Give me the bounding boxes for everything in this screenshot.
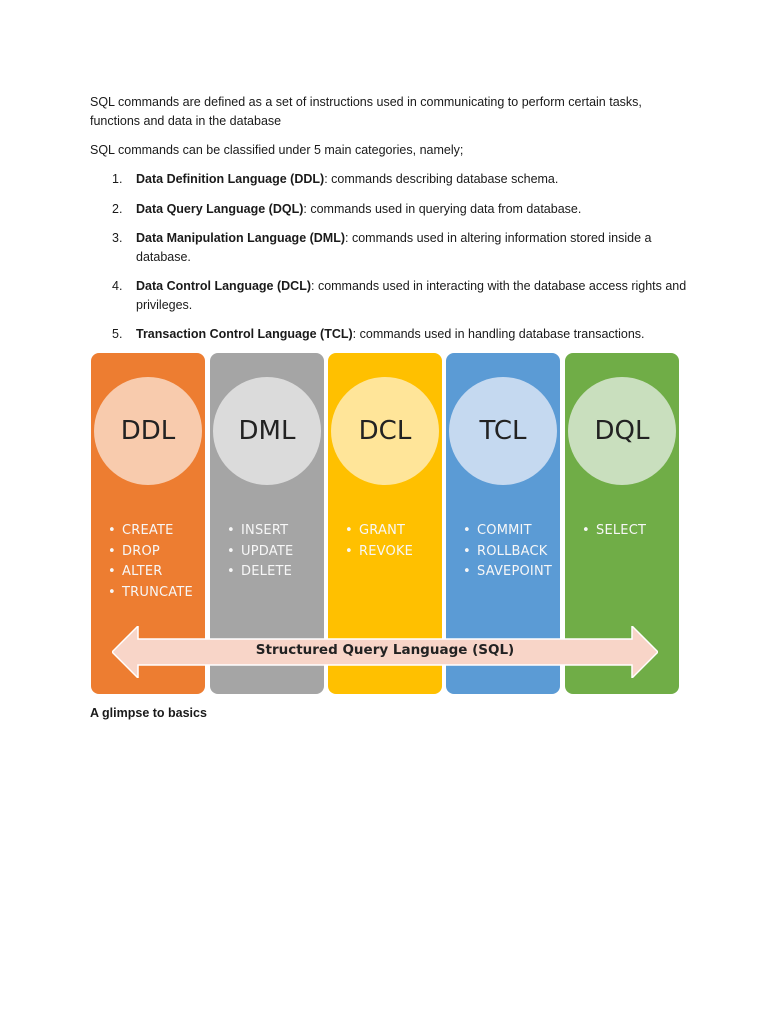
category-term: Transaction Control Language (TCL) xyxy=(136,327,353,341)
dcl-column: DCL GRANT REVOKE xyxy=(328,353,442,694)
command-item: DELETE xyxy=(227,562,293,583)
dql-circle: DQL xyxy=(568,377,676,485)
command-item: ALTER xyxy=(108,562,193,583)
ddl-circle: DDL xyxy=(94,377,202,485)
dml-column: DML INSERT UPDATE DELETE xyxy=(210,353,324,694)
list-number: 2. xyxy=(112,201,123,216)
command-item: DROP xyxy=(108,542,193,563)
list-item: 5. Transaction Control Language (TCL): c… xyxy=(90,325,690,344)
command-item: INSERT xyxy=(227,521,293,542)
list-item: 4. Data Control Language (DCL): commands… xyxy=(90,277,690,314)
category-list: 1. Data Definition Language (DDL): comma… xyxy=(90,170,690,355)
category-term: Data Definition Language (DDL) xyxy=(136,172,325,186)
intro-paragraph-definition: SQL commands are defined as a set of ins… xyxy=(90,95,642,128)
dcl-command-list: GRANT REVOKE xyxy=(345,521,413,562)
ddl-column: DDL CREATE DROP ALTER TRUNCATE xyxy=(91,353,205,694)
sql-arrow-label: Structured Query Language (SQL) xyxy=(255,642,515,658)
double-headed-arrow-icon xyxy=(112,626,658,678)
dql-command-list: SELECT xyxy=(582,521,646,542)
dml-command-list: INSERT UPDATE DELETE xyxy=(227,521,293,583)
list-number: 1. xyxy=(112,172,123,186)
dcl-circle: DCL xyxy=(331,377,439,485)
category-description: : commands used in interacting with the … xyxy=(136,279,687,312)
list-item: 3. Data Manipulation Language (DML): com… xyxy=(90,229,690,266)
tcl-circle: TCL xyxy=(449,377,557,485)
sql-categories-diagram: DDL CREATE DROP ALTER TRUNCATE DML INSER… xyxy=(90,353,679,695)
command-item: CREATE xyxy=(108,521,193,542)
list-number: 4. xyxy=(112,279,123,293)
command-item: ROLLBACK xyxy=(463,542,552,563)
command-item: SAVEPOINT xyxy=(463,562,552,583)
command-item: GRANT xyxy=(345,521,413,542)
tcl-column: TCL COMMIT ROLLBACK SAVEPOINT xyxy=(446,353,560,694)
dml-circle: DML xyxy=(213,377,321,485)
section-caption: A glimpse to basics xyxy=(90,706,207,720)
ddl-command-list: CREATE DROP ALTER TRUNCATE xyxy=(108,521,193,603)
list-item: 2. Data Query Language (DQL): commands u… xyxy=(90,200,690,219)
category-term: Data Query Language (DQL) xyxy=(136,201,304,216)
category-description: : commands used in querying data from da… xyxy=(303,201,582,216)
category-description: : commands used in handling database tra… xyxy=(352,327,645,341)
intro-paragraph-classification: SQL commands can be classified under 5 m… xyxy=(90,143,464,157)
tcl-command-list: COMMIT ROLLBACK SAVEPOINT xyxy=(463,521,552,583)
command-item: TRUNCATE xyxy=(108,583,193,604)
category-term: Data Control Language (DCL) xyxy=(136,279,311,293)
command-item: SELECT xyxy=(582,521,646,542)
category-term: Data Manipulation Language (DML) xyxy=(136,231,346,245)
list-item: 1. Data Definition Language (DDL): comma… xyxy=(90,170,690,189)
category-description: : commands used in altering information … xyxy=(136,231,652,264)
list-number: 3. xyxy=(112,231,123,245)
command-item: UPDATE xyxy=(227,542,293,563)
dql-column: DQL SELECT xyxy=(565,353,679,694)
category-description: : commands describing database schema. xyxy=(324,172,559,186)
command-item: REVOKE xyxy=(345,542,413,563)
command-item: COMMIT xyxy=(463,521,552,542)
list-number: 5. xyxy=(112,327,123,341)
